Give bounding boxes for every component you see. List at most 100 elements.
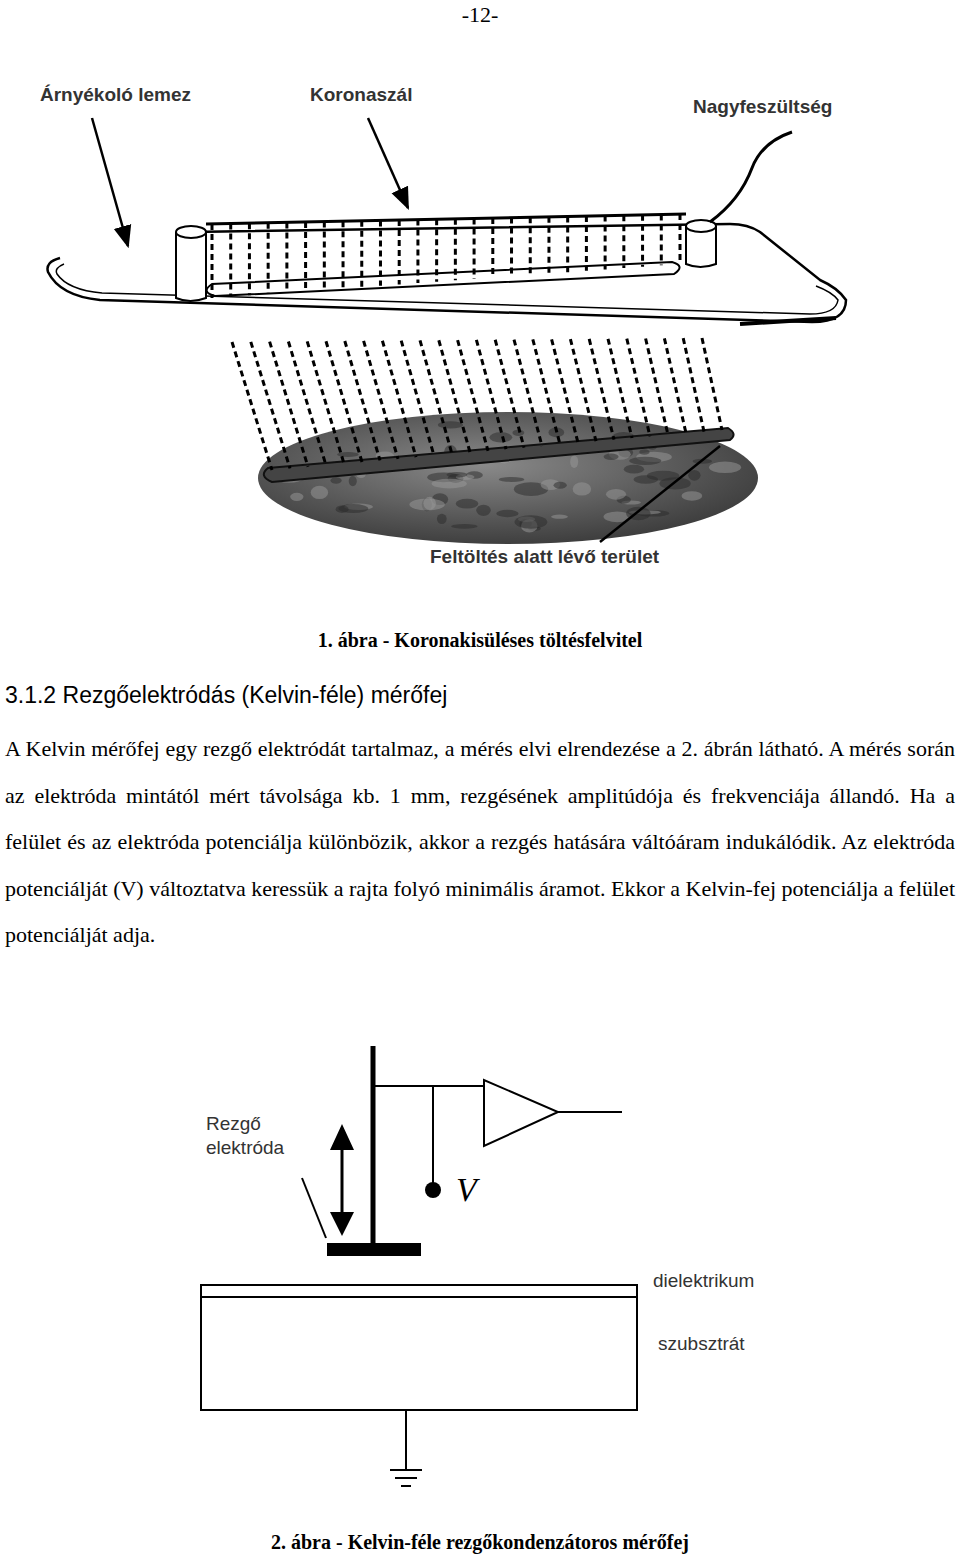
vibration-arrow (341, 1150, 344, 1212)
shield-plate (48, 224, 847, 322)
layer-label: szubsztrát (658, 1333, 798, 1356)
wire-dash (398, 220, 401, 284)
ray-dash (307, 341, 344, 463)
wire-dash (379, 220, 382, 285)
texture-spot (606, 489, 626, 500)
texture-spot (681, 491, 702, 501)
part-label: Nagyfeszültség (693, 96, 883, 119)
ray-dash (514, 340, 542, 446)
texture-spot (311, 486, 328, 499)
leader-arrow (92, 118, 128, 246)
corona-wire (206, 214, 686, 224)
texture-spot (496, 510, 518, 517)
texture-spot (451, 524, 477, 529)
wire-dash (435, 219, 438, 281)
wire-dash (641, 215, 644, 267)
texture-spot (573, 482, 592, 495)
texture-spot (570, 456, 578, 468)
wire-dash (510, 218, 513, 277)
ray-dash (232, 342, 272, 470)
wire-dash (342, 221, 345, 288)
texture-spot (337, 452, 359, 457)
ray-dash (288, 342, 326, 466)
layer-label: dielektrikum (653, 1270, 803, 1293)
corona-wire-lines (212, 214, 680, 298)
texture-spot (290, 493, 303, 501)
plate-slot (207, 262, 680, 296)
texture-spot (456, 499, 479, 509)
ray-dash (646, 338, 668, 434)
part-label: Árnyékoló lemez (40, 84, 240, 107)
ray-dash (702, 338, 722, 430)
vibration-arrowheads (330, 1124, 354, 1236)
texture-spot (437, 514, 447, 524)
texture-spot (409, 498, 444, 510)
texture-spot (330, 477, 341, 483)
substrate (201, 1297, 637, 1410)
texture-spot (624, 465, 644, 474)
ray-dash (627, 339, 650, 437)
ray-dash (608, 339, 632, 438)
texture-spot (515, 515, 548, 528)
wire-dash (323, 222, 326, 290)
texture-spot (476, 505, 490, 516)
wire-dash (566, 216, 569, 272)
dielectric-layer (201, 1285, 637, 1297)
wire (373, 1085, 484, 1087)
figure-caption: 2. ábra - Kelvin-féle rezgőkondenzátoros… (160, 1530, 800, 1554)
wire-dash (454, 219, 457, 281)
ray-dash (382, 341, 416, 457)
wire-dash (604, 216, 607, 270)
wire-dash (622, 215, 625, 268)
wire-dash (679, 214, 682, 264)
ray-dash (326, 341, 362, 462)
leader-line (302, 1178, 326, 1238)
wire-dash (304, 222, 307, 291)
wire-dash (547, 217, 550, 274)
part-label: Feltöltés alatt lévő terület (430, 546, 720, 569)
wire-dash (285, 222, 288, 292)
ray-dash (533, 339, 560, 444)
wire-dash (211, 224, 214, 298)
wire-dash (416, 220, 419, 283)
texture-spot (709, 462, 741, 473)
ray-dash (270, 342, 308, 467)
texture-spot (432, 479, 467, 489)
ray-dash (458, 340, 488, 451)
hv-cable (710, 132, 792, 222)
charged-strip (264, 428, 734, 482)
ray-dash (495, 340, 524, 448)
texture-spot (499, 477, 524, 482)
wire-dash (248, 223, 251, 295)
leader-line (600, 446, 720, 542)
part-label: Rezgő elektróda (206, 1112, 306, 1160)
texture-spot (336, 505, 349, 512)
ray-dash (683, 338, 704, 431)
texture-spot (349, 476, 357, 486)
plate-thickness (740, 318, 836, 324)
wire-dash (585, 216, 588, 271)
texture-spot (554, 482, 567, 489)
body-paragraph: A Kelvin mérőfej egy rezgő elektródát ta… (5, 726, 955, 959)
corona-rays (232, 338, 722, 470)
texture-spot (639, 449, 649, 455)
texture-spot (551, 515, 568, 519)
ray-dash (420, 340, 452, 454)
terminal (425, 1182, 441, 1198)
wire-dash (491, 218, 494, 278)
wire-dash (660, 214, 663, 265)
ray-dash (552, 339, 578, 443)
figure-caption: 1. ábra - Koronakisüléses töltésfelvitel (160, 628, 800, 652)
leader-arrow (368, 118, 408, 208)
wire (432, 1086, 434, 1188)
ray-dash (364, 341, 398, 459)
texture-spot (604, 454, 619, 460)
wire-dash (360, 221, 363, 287)
electrode-rod (371, 1046, 376, 1246)
ground-symbol (390, 1410, 422, 1486)
wire-dash (473, 218, 476, 279)
vibrating-electrode (327, 1243, 421, 1256)
section-heading: 3.1.2 Rezgőelektródás (Kelvin-féle) mérő… (5, 682, 945, 709)
wire-dash (229, 224, 232, 297)
